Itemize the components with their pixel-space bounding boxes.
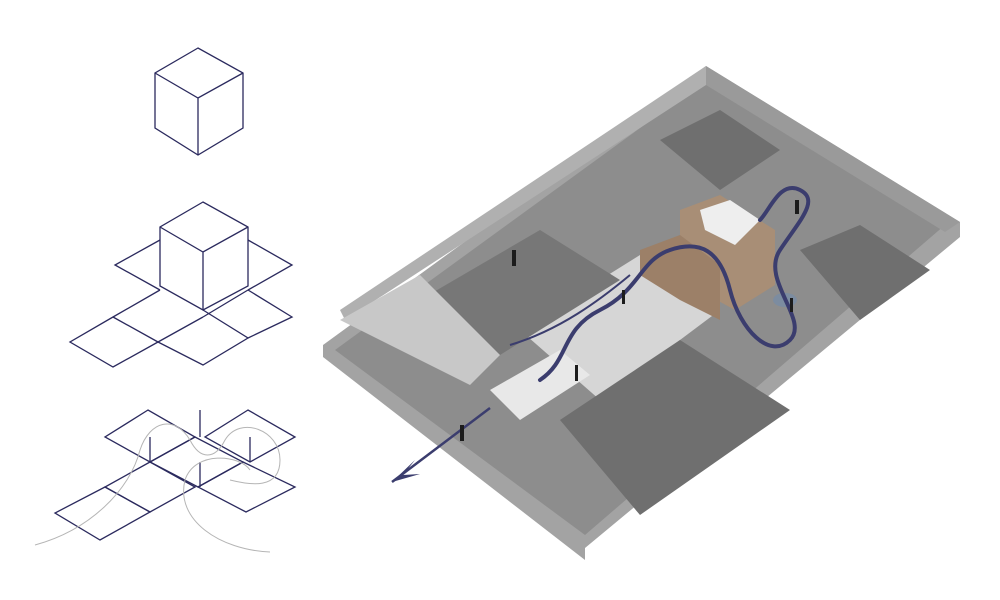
- conference-area: [420, 230, 620, 355]
- reception: [490, 350, 590, 420]
- entry-arrow-line: [391, 407, 491, 483]
- people: [460, 200, 799, 441]
- exterior-wall-left: [340, 66, 706, 320]
- workstations-north: [660, 110, 780, 190]
- workstations-south: [560, 340, 790, 515]
- circulation-path: [538, 186, 811, 382]
- diagram-volume: [154, 47, 244, 156]
- path-branch: [509, 274, 631, 346]
- wood-core-top: [700, 200, 760, 245]
- diagram-plan-with-flow: [34, 409, 297, 553]
- workstations-east: [800, 225, 930, 320]
- front-rooms: [340, 275, 500, 385]
- exterior-wall-top: [706, 66, 960, 232]
- isometric-office-plan: [323, 66, 960, 560]
- entry-arrow-head: [392, 460, 420, 482]
- diagram-volume-with-plan: [68, 201, 294, 368]
